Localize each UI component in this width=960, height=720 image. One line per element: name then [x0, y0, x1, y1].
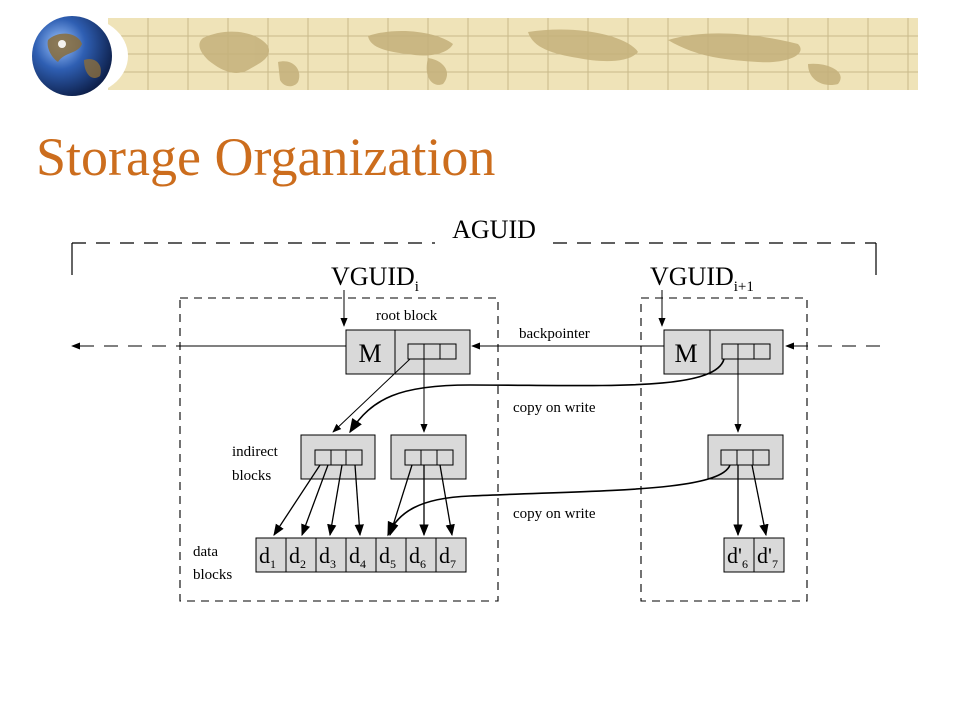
indirect-block-i-1 — [300, 434, 376, 480]
header-banner — [108, 18, 918, 90]
copy-on-write-lower-arrow — [387, 464, 731, 537]
data-blocks-i — [255, 537, 467, 573]
data-block-d6: d6 — [409, 543, 426, 571]
arrow-to-d7-prime — [751, 464, 769, 537]
data-block-d7: d7 — [439, 543, 456, 571]
root-block-label: root block — [376, 308, 438, 324]
metadata-m-i: M — [358, 339, 381, 368]
data-blocks-label-line1: data — [193, 544, 218, 560]
data-block-d5: d5 — [379, 543, 396, 571]
copy-on-write-upper-label: copy on write — [513, 400, 596, 416]
root-to-indirect-1-arrow — [332, 358, 411, 433]
vguid-i1-label: VGUIDi+1 — [650, 262, 754, 295]
data-block-d1: d1 — [259, 543, 276, 571]
root-block-i — [345, 329, 471, 375]
arrow-to-d2 — [301, 464, 329, 537]
metadata-m-i1: M — [674, 339, 697, 368]
vguid-i-label: VGUIDi — [331, 262, 419, 295]
data-block-d3: d3 — [319, 543, 336, 571]
storage-organization-diagram: AGUID VGUIDi VGUIDi+1 root block M M bac… — [71, 215, 880, 602]
version-i1-container — [640, 297, 808, 602]
indirect-block-i-2 — [390, 434, 467, 480]
data-block-d2: d2 — [289, 543, 306, 571]
world-map-graphic — [108, 18, 918, 90]
arrow-to-d7 — [439, 464, 455, 537]
slide-title: Storage Organization — [36, 127, 496, 187]
arrow-to-d1 — [273, 464, 321, 536]
data-blocks-i1 — [723, 537, 785, 573]
indirect-block-i1 — [707, 434, 784, 480]
arrow-to-d3 — [327, 464, 343, 537]
indirect-to-data-arrows — [273, 464, 769, 537]
data-block-d7-prime: d'7 — [757, 543, 778, 571]
data-block-d4: d4 — [349, 543, 366, 571]
root-block-i1 — [663, 329, 784, 375]
indirect-label-line1: indirect — [232, 444, 279, 460]
data-blocks-label-line2: blocks — [193, 567, 232, 583]
backpointer-label: backpointer — [519, 326, 590, 342]
copy-on-write-upper-arrow — [349, 358, 725, 434]
version-i-container — [179, 297, 499, 602]
copy-on-write-lower-label: copy on write — [513, 506, 596, 522]
data-block-d6-prime: d'6 — [727, 543, 748, 571]
arrow-to-d4 — [354, 464, 364, 537]
globe-logo-icon — [28, 16, 128, 96]
aguid-label: AGUID — [452, 215, 536, 244]
indirect-label-line2: blocks — [232, 468, 271, 484]
aguid-bracket — [71, 242, 877, 275]
